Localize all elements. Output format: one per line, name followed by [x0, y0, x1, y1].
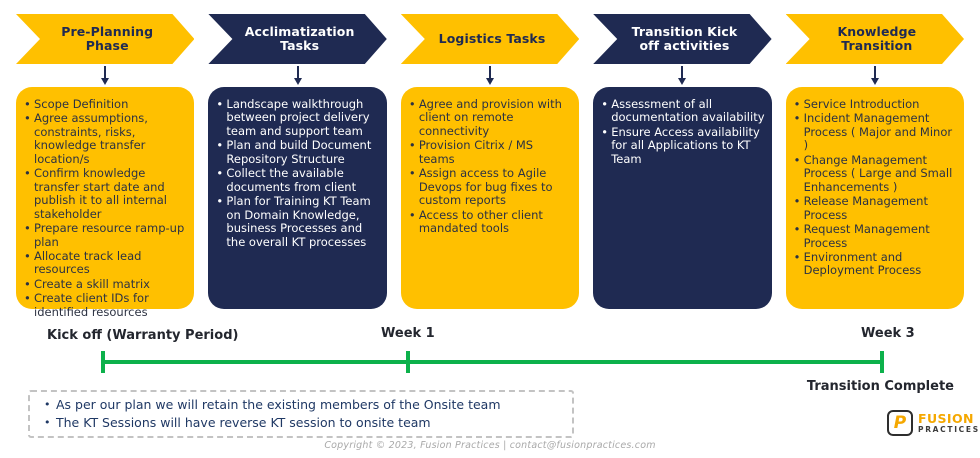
down-arrow-icon	[401, 64, 579, 87]
phase-column-logistics: Logistics Tasks Agree and provision with…	[400, 14, 580, 309]
bullet-item: Landscape walkthrough between project de…	[215, 97, 379, 138]
footer-copyright: Copyright © 2023, Fusion Practices | con…	[324, 440, 656, 451]
bullet-item: Plan for Training KT Team on Domain Know…	[215, 194, 379, 249]
notes-box: As per our plan we will retain the exist…	[28, 390, 574, 439]
timeline-week3-label: Week 3	[861, 326, 915, 341]
phase-column-transition-kickoff: Transition Kick off activities Assessmen…	[593, 14, 772, 309]
phase-columns: Pre-Planning Phase Scope DefinitionAgree…	[0, 14, 980, 319]
bullet-item: Request Management Process	[793, 222, 957, 250]
bullet-item: Prepare resource ramp-up plan	[23, 221, 187, 249]
phase-banner: Logistics Tasks	[401, 14, 579, 64]
logo-subname: PRACTICES	[918, 424, 980, 434]
timeline-start-label: Kick off (Warranty Period)	[47, 328, 239, 343]
note-item: As per our plan we will retain the exist…	[42, 396, 564, 414]
bullet-item: Agree assumptions, constraints, risks, k…	[23, 112, 187, 166]
bullet-item: Plan and build Document Repository Struc…	[215, 139, 379, 166]
bullet-item: Allocate track lead resources	[23, 249, 187, 277]
down-arrow-icon	[208, 64, 386, 87]
bullet-item: Incident Management Process ( Major and …	[793, 112, 957, 152]
bullet-item: Change Management Process ( Large and Sm…	[793, 153, 957, 194]
timeline-tick-week1	[406, 351, 410, 373]
bullet-item: Confirm knowledge transfer start date an…	[23, 167, 187, 221]
phase-column-knowledge-transition: Knowledge Transition Service Introductio…	[785, 14, 965, 309]
phase-banner: Transition Kick off activities	[593, 14, 771, 64]
bullet-item: Release Management Process	[793, 194, 957, 222]
phase-banner: Acclimatization Tasks	[208, 14, 386, 64]
note-item: The KT Sessions will have reverse KT ses…	[42, 414, 564, 432]
bullet-list: Scope DefinitionAgree assumptions, const…	[23, 97, 187, 319]
phase-title: Pre-Planning Phase	[61, 24, 154, 53]
bullet-item: Assessment of all documentation availabi…	[600, 97, 764, 125]
bullet-item: Access to other client mandated tools	[408, 208, 572, 236]
bullet-list: Assessment of all documentation availabi…	[600, 97, 764, 166]
down-arrow-icon	[16, 64, 194, 87]
bullet-item: Scope Definition	[23, 97, 187, 112]
phase-title: Logistics Tasks	[438, 31, 546, 46]
timeline-week1-label: Week 1	[381, 326, 435, 341]
timeline-tick-week3	[880, 351, 884, 373]
transition-complete-label: Transition Complete	[806, 379, 954, 394]
phase-card: Scope DefinitionAgree assumptions, const…	[16, 87, 195, 319]
phase-card: Agree and provision with client on remot…	[400, 87, 580, 309]
logo-p-icon: P	[887, 410, 913, 436]
bullet-list: Service IntroductionIncident Management …	[793, 97, 957, 278]
fusion-practices-logo: P FUSION PRACTICES	[887, 410, 980, 436]
down-arrow-icon	[786, 64, 964, 87]
bullet-item: Assign access to Agile Devops for bug fi…	[408, 166, 572, 207]
bullet-item: Ensure Access availability for all Appli…	[600, 125, 764, 166]
bullet-item: Agree and provision with client on remot…	[408, 97, 572, 138]
bullet-item: Create a skill matrix	[23, 277, 187, 292]
phase-title: Transition Kick off activities	[631, 24, 738, 53]
bullet-item: Collect the available documents from cli…	[215, 167, 379, 194]
bullet-list: Agree and provision with client on remot…	[408, 97, 572, 236]
phase-title: Acclimatization Tasks	[244, 24, 355, 53]
bullet-item: Service Introduction	[793, 97, 957, 112]
phase-banner: Knowledge Transition	[786, 14, 964, 64]
phase-column-pre-planning: Pre-Planning Phase Scope DefinitionAgree…	[16, 14, 195, 319]
timeline-tick-start	[101, 351, 105, 373]
phase-title: Knowledge Transition	[837, 24, 917, 53]
phase-card: Assessment of all documentation availabi…	[593, 87, 772, 309]
phase-banner: Pre-Planning Phase	[16, 14, 194, 64]
logo-name: FUSION	[918, 410, 974, 426]
down-arrow-icon	[593, 64, 771, 87]
notes-list: As per our plan we will retain the exist…	[42, 396, 564, 432]
phase-card: Landscape walkthrough between project de…	[208, 87, 387, 309]
bullet-item: Create client IDs for identified resourc…	[23, 292, 187, 319]
phase-column-acclimatization: Acclimatization Tasks Landscape walkthro…	[208, 14, 387, 309]
timeline-line	[103, 360, 882, 364]
bullet-list: Landscape walkthrough between project de…	[215, 97, 379, 249]
bullet-item: Environment and Deployment Process	[793, 250, 957, 278]
phase-card: Service IntroductionIncident Management …	[785, 87, 965, 309]
bullet-item: Provision Citrix / MS teams	[408, 139, 572, 166]
